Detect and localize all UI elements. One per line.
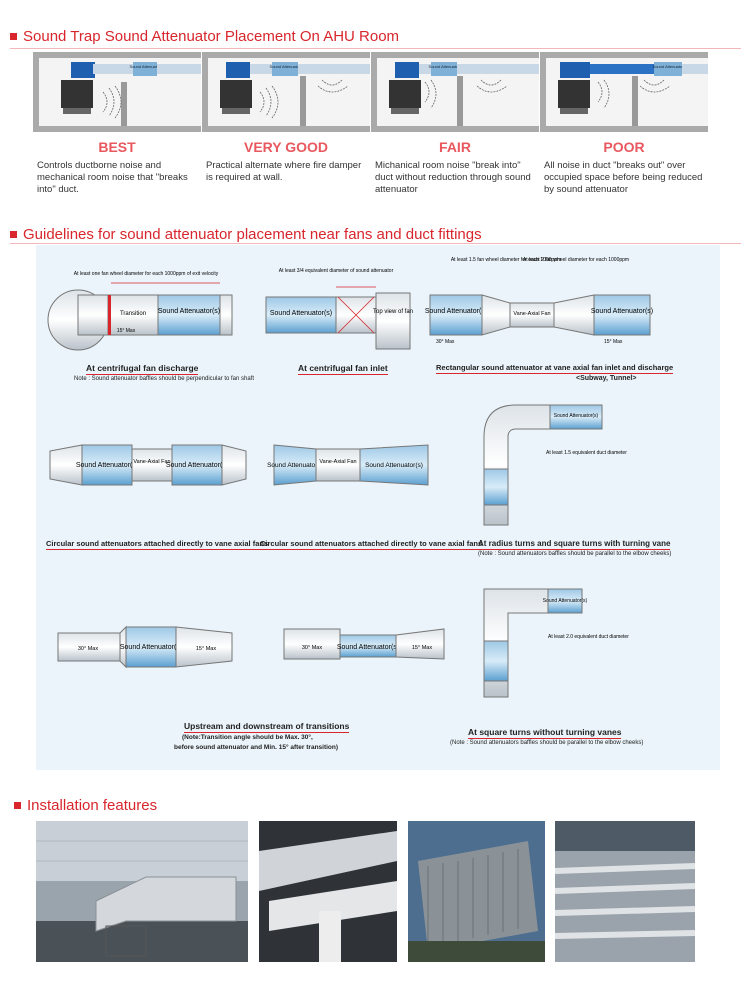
svg-text:15° Max: 15° Max bbox=[196, 646, 216, 652]
section-title-installation: Installation features bbox=[14, 797, 157, 814]
placement-diagram-very-good: Sound Attenuator bbox=[202, 52, 370, 132]
placement-card-best: Sound Attenuator BEST Controls ductborne… bbox=[33, 52, 201, 195]
svg-text:Sound Attenuator(s): Sound Attenuator(s) bbox=[425, 308, 487, 315]
diagram-centrifugal-discharge: Transition 15° Max Sound Attenuator(s) A… bbox=[47, 271, 233, 351]
rating-poor: POOR bbox=[603, 139, 645, 155]
svg-text:15° Max: 15° Max bbox=[604, 339, 623, 345]
svg-text:At least 2 fan wheel diameter: At least 2 fan wheel diameter for each 1… bbox=[523, 257, 629, 263]
bullet-square-icon bbox=[10, 33, 17, 40]
placement-card-fair: Sound Attenuator FAIR Michanical room no… bbox=[371, 52, 539, 195]
section-title-placement: Sound Trap Sound Attenuator Placement On… bbox=[10, 28, 399, 45]
svg-text:Sound Attenuator: Sound Attenuator bbox=[653, 64, 685, 69]
svg-text:Vane-Axial Fan: Vane-Axial Fan bbox=[513, 311, 550, 317]
rating-fair: FAIR bbox=[439, 139, 471, 155]
caption-rectangular-vane-axial: Rectangular sound attenuator at vane axi… bbox=[436, 363, 674, 374]
diagram-circular-vane-axial-1: Sound Attenuator(s) Vane-Axial Fan Sound… bbox=[49, 444, 247, 486]
svg-text:Top view of fan: Top view of fan bbox=[373, 309, 413, 315]
rating-best: BEST bbox=[98, 139, 136, 155]
svg-text:30° Max: 30° Max bbox=[78, 646, 98, 652]
placement-diagram-fair: Sound Attenuator bbox=[371, 52, 539, 132]
section-title-guidelines: Guidelines for sound attenuator placemen… bbox=[10, 226, 482, 243]
svg-text:Sound Attenuator(s): Sound Attenuator(s) bbox=[543, 598, 588, 604]
rating-desc-very-good: Practical alternate where fire damper is… bbox=[206, 160, 362, 183]
section-divider bbox=[10, 48, 741, 49]
diagram-rectangular-vane-axial: Sound Attenuator(s) Vane-Axial Fan Sound… bbox=[425, 257, 653, 345]
svg-text:Sound Attenuator(s): Sound Attenuator(s) bbox=[120, 644, 182, 651]
svg-text:30° Max: 30° Max bbox=[302, 645, 322, 651]
diagram-circular-vane-axial-2: Sound Attenuator(s) Vane-Axial Fan Sound… bbox=[267, 444, 429, 486]
svg-text:Sound Attenuator(s): Sound Attenuator(s) bbox=[267, 462, 325, 469]
guidelines-diagrams: Transition 15° Max Sound Attenuator(s) A… bbox=[47, 257, 653, 698]
svg-text:15° Max: 15° Max bbox=[412, 645, 432, 651]
note-centrifugal-discharge: Note : Sound attenuator baffles should b… bbox=[74, 376, 255, 382]
svg-text:Sound Attenuator(s): Sound Attenuator(s) bbox=[554, 413, 599, 419]
svg-text:Vane-Axial Fan: Vane-Axial Fan bbox=[133, 459, 170, 465]
rating-desc-poor: All noise in duct "breaks out" over occu… bbox=[544, 160, 703, 195]
diagram-radius-turn: Sound Attenuator(s) At least 1.5 equival… bbox=[483, 404, 627, 526]
svg-text:Transition: Transition bbox=[120, 311, 146, 317]
svg-text:30° Max: 30° Max bbox=[436, 339, 455, 345]
svg-text:Sound Attenuator(s): Sound Attenuator(s) bbox=[337, 644, 399, 651]
svg-text:At least 1.5 equivalent duct d: At least 1.5 equivalent duct diameter bbox=[546, 450, 627, 456]
installation-photo-4 bbox=[555, 821, 695, 962]
svg-text:Sound Attenuator(s): Sound Attenuator(s) bbox=[158, 308, 220, 315]
svg-text:At least 2.0 equivalent duct d: At least 2.0 equivalent duct diameter bbox=[548, 634, 629, 640]
svg-text:Vane-Axial Fan: Vane-Axial Fan bbox=[319, 459, 356, 465]
svg-text:15° Max: 15° Max bbox=[117, 328, 136, 334]
rating-very-good: VERY GOOD bbox=[243, 139, 329, 155]
caption-circular-vane-axial-1: Circular sound attenuators attached dire… bbox=[46, 539, 269, 550]
diagram-transitions: 30° Max Sound Attenuator(s) 15° Max 30° … bbox=[57, 625, 445, 669]
bullet-square-icon bbox=[14, 802, 21, 809]
svg-text:Sound Attenuator(s): Sound Attenuator(s) bbox=[591, 308, 653, 315]
svg-text:Sound Attenuator(s): Sound Attenuator(s) bbox=[270, 310, 332, 317]
installation-photo-1 bbox=[36, 821, 248, 962]
caption-transitions: Upstream and downstream of transitions bbox=[184, 721, 350, 733]
diagram-centrifugal-inlet: Sound Attenuator(s) Top view of fan At l… bbox=[265, 268, 413, 350]
svg-text:At least 1.5 fan wheel diamete: At least 1.5 fan wheel diameter for each… bbox=[451, 257, 561, 263]
caption-radius-turn: At radius turns and square turns with tu… bbox=[478, 539, 671, 550]
svg-text:Sound Attenuator(s): Sound Attenuator(s) bbox=[76, 462, 138, 469]
placement-card-very-good: Sound Attenuator VERY GOOD Practical alt… bbox=[202, 52, 370, 192]
svg-text:At least one fan wheel diamete: At least one fan wheel diameter for each… bbox=[74, 271, 219, 277]
note-transitions-2: before sound attenuator and Min. 15° aft… bbox=[174, 744, 339, 751]
rating-desc-best: Controls ductborne noise and mechanical … bbox=[37, 160, 188, 195]
placement-diagram-poor: Sound Attenuator bbox=[540, 52, 708, 132]
placement-diagram-best: Sound Attenuator bbox=[33, 52, 201, 132]
installation-photo-3 bbox=[408, 821, 545, 962]
svg-text:Sound Attenuator(s): Sound Attenuator(s) bbox=[166, 462, 228, 469]
svg-text:Sound Attenuator(s): Sound Attenuator(s) bbox=[365, 462, 423, 469]
caption-circular-vane-axial-2: Circular sound attenuators attached dire… bbox=[260, 539, 483, 550]
caption-square-turn: At square turns without turning vanes bbox=[468, 727, 622, 739]
diagram-square-turn: Sound Attenuator(s) At least 2.0 equival… bbox=[483, 588, 629, 698]
caption-centrifugal-inlet: At centrifugal fan inlet bbox=[298, 363, 388, 375]
installation-photo-2 bbox=[259, 821, 397, 962]
note-transitions-1: (Note:Transition angle should be Max. 30… bbox=[182, 734, 313, 741]
rating-desc-fair: Michanical room noise "break into" duct … bbox=[375, 160, 531, 195]
svg-text:At least 3/4 equivalent diamet: At least 3/4 equivalent diameter of soun… bbox=[279, 268, 394, 274]
caption-centrifugal-discharge: At centrifugal fan discharge bbox=[86, 363, 199, 375]
bullet-square-icon bbox=[10, 231, 17, 238]
placement-card-poor: Sound Attenuator POOR All noise in duct … bbox=[540, 52, 708, 195]
note-radius-turn: (Note : Sound attenuators baffles should… bbox=[478, 551, 672, 557]
svg-text:Sound Attenuator: Sound Attenuator bbox=[130, 64, 162, 69]
caption-subway-tunnel: <Subway, Tunnel> bbox=[576, 375, 637, 382]
guidelines-panel: Transition 15° Max Sound Attenuator(s) A… bbox=[36, 245, 720, 770]
svg-text:Sound Attenuator: Sound Attenuator bbox=[429, 64, 461, 69]
section-divider bbox=[10, 243, 741, 244]
svg-text:Sound Attenuator: Sound Attenuator bbox=[270, 64, 302, 69]
note-square-turn: (Note : Sound attenuators baffles should… bbox=[450, 740, 644, 746]
